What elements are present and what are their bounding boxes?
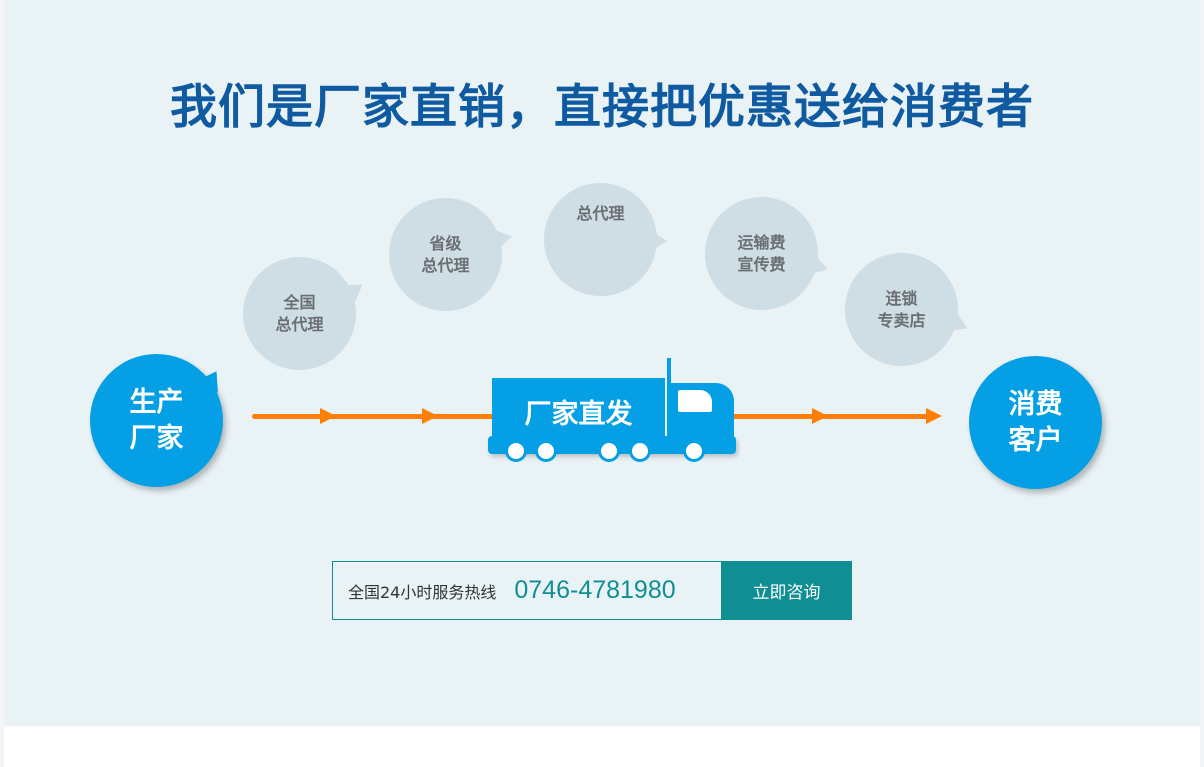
bottom-area [4, 727, 1200, 767]
wheel-icon [598, 440, 620, 462]
flow-line-right [730, 414, 930, 419]
arrow-icon [422, 408, 438, 424]
bubble-text: 总代理 [576, 203, 625, 223]
truck-label: 厂家直发 [524, 398, 633, 430]
bubble-text: 专卖店 [877, 310, 926, 330]
bubble-text: 连锁 [885, 288, 918, 308]
bubble-text: 省级 [429, 233, 462, 253]
page-title: 我们是厂家直销，直接把优惠送给消费者 [170, 80, 1034, 135]
hotline-label: 全国24小时服务热线 [348, 582, 497, 602]
bubble-national-agent: 全国 总代理 [243, 257, 369, 370]
hotline-number[interactable]: 0746-4781980 [514, 576, 676, 604]
bubble-text: 总代理 [275, 314, 324, 334]
bubble-tail [651, 231, 667, 251]
wheel-icon [683, 440, 705, 462]
bubble-manufacturer: 生产 厂家 [90, 354, 223, 487]
bubble-text: 厂家 [129, 422, 184, 454]
consult-now-button[interactable]: 立即咨询 [721, 561, 852, 620]
arrow-icon [812, 408, 828, 424]
hotline-box: 全国24小时服务热线 0746-4781980 [332, 561, 723, 620]
wheel-icon [535, 440, 557, 462]
bubble-text: 客户 [1008, 424, 1063, 456]
bubble-text: 生产 [129, 386, 184, 418]
bubble-general-agent: 总代理 [544, 183, 667, 296]
arrow-icon [320, 408, 336, 424]
arrow-icon [926, 408, 942, 424]
wheel-icon [629, 440, 651, 462]
bubble-consumer: 消费 客户 [969, 356, 1102, 489]
bubble-text: 宣传费 [737, 254, 786, 274]
bubble-text: 运输费 [737, 232, 786, 252]
bubble-text: 全国 [283, 292, 316, 312]
bubble-text: 总代理 [421, 255, 470, 275]
wheel-icon [505, 440, 527, 462]
truck-window [678, 390, 712, 412]
flow-line-left [252, 414, 497, 419]
bubble-tail [494, 226, 514, 250]
bubble-provincial-agent: 省级 总代理 [389, 198, 514, 311]
bubble-chain-store: 连锁 专卖店 [845, 253, 972, 366]
bubble-shipping-fees: 运输费 宣传费 [705, 197, 831, 310]
bubble-text: 消费 [1008, 388, 1063, 420]
truck-icon: 厂家直发 [492, 378, 665, 444]
